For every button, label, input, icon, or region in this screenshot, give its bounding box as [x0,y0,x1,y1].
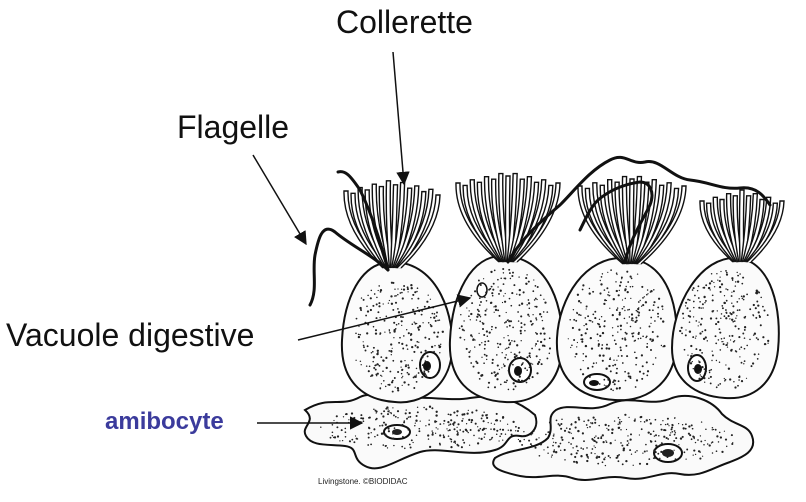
collar-microvillus [350,192,389,269]
collars [343,172,785,269]
choanocyte-1 [340,260,454,404]
collar-microvillus [508,176,533,263]
digestive-vacuole [476,282,488,298]
amibocyte-label: amibocyte [105,408,224,435]
amoebocyte-right [492,395,755,481]
collar-microvillus [632,179,658,265]
flagelle-label: Flagelle [177,109,290,145]
image-credit: Livingstone. ©BIODIDAC [318,477,408,486]
collar-microvillus [462,184,505,263]
amoebocyte-left [303,394,538,470]
collar-microvillus [396,194,441,269]
choanocyte-4 [670,256,780,400]
collar-microvillus [393,185,420,269]
flagelle-pointer [252,154,307,246]
collar-microvillus [636,185,687,265]
collar-microvillus [634,182,672,265]
collerette-label: Collerette [336,4,473,40]
vacuole-digestive-label: Vacuole digestive [6,317,255,353]
flagella [308,155,772,307]
pointer-lines [252,51,472,430]
collar-microvillus [476,181,507,263]
collar-microvillus [599,184,631,265]
collar-microvillus [584,187,629,265]
collar-microvillus [705,202,739,263]
choanocyte-2 [448,254,564,404]
vacuole-pointer [297,294,472,341]
choanocyte-3 [555,256,678,402]
collerette-pointer [392,51,410,186]
collar-microvillus [746,200,785,263]
collar-microvillus [395,188,434,269]
collar-microvillus [512,182,561,263]
